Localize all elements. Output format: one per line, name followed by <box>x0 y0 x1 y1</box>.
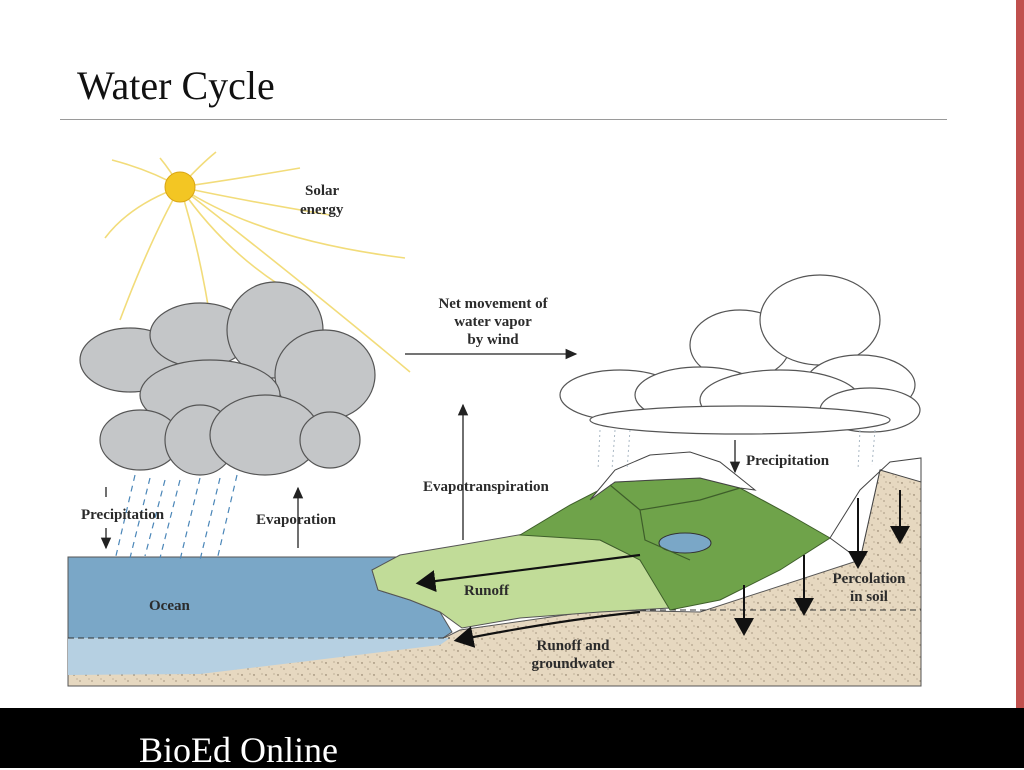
label-ocean: Ocean <box>149 598 190 614</box>
label-percolation: Percolation <box>832 571 906 587</box>
accent-side-bar <box>1016 0 1024 708</box>
coastal-land <box>371 532 671 629</box>
label-solar: Solar <box>305 183 340 199</box>
mountain-ridge-2 <box>639 509 691 561</box>
label-groundwater: groundwater <box>531 656 614 672</box>
footer-brand: BioEd Online <box>139 730 338 770</box>
rain-right <box>597 429 876 471</box>
storm-cloud <box>79 281 376 476</box>
mountain-ridge <box>609 484 741 511</box>
percolation-arrows <box>734 490 910 636</box>
label-runoff: Runoff <box>464 583 510 599</box>
runoff-arrow <box>415 553 641 593</box>
label-in-soil: in soil <box>850 589 888 605</box>
label-energy: energy <box>300 202 344 218</box>
rain-left <box>114 474 238 561</box>
sun <box>164 171 196 203</box>
label-evapotranspiration: Evapotranspiration <box>423 479 550 495</box>
footer-bar: BioEd Online <box>0 708 1024 768</box>
label-precipitation-left: Precipitation <box>81 507 165 523</box>
mountain-snow-cap <box>589 451 757 501</box>
label-water-vapor: water vapor <box>454 314 532 330</box>
mountain-lake <box>658 532 712 554</box>
right-hill <box>829 457 922 561</box>
label-runoff-and: Runoff and <box>537 638 611 654</box>
slide-title: Water Cycle <box>77 63 275 108</box>
label-evaporation: Evaporation <box>256 512 337 528</box>
label-by-wind: by wind <box>467 332 519 348</box>
title-divider <box>60 119 947 120</box>
label-net-movement: Net movement of <box>438 296 548 312</box>
runoff-groundwater-arrow <box>453 610 641 648</box>
label-precipitation-right: Precipitation <box>746 453 830 469</box>
white-cloud <box>559 274 921 435</box>
ocean-deep-band <box>68 638 450 675</box>
water-cycle-diagram: Solar energy Net movement of water vapor… <box>67 150 922 687</box>
